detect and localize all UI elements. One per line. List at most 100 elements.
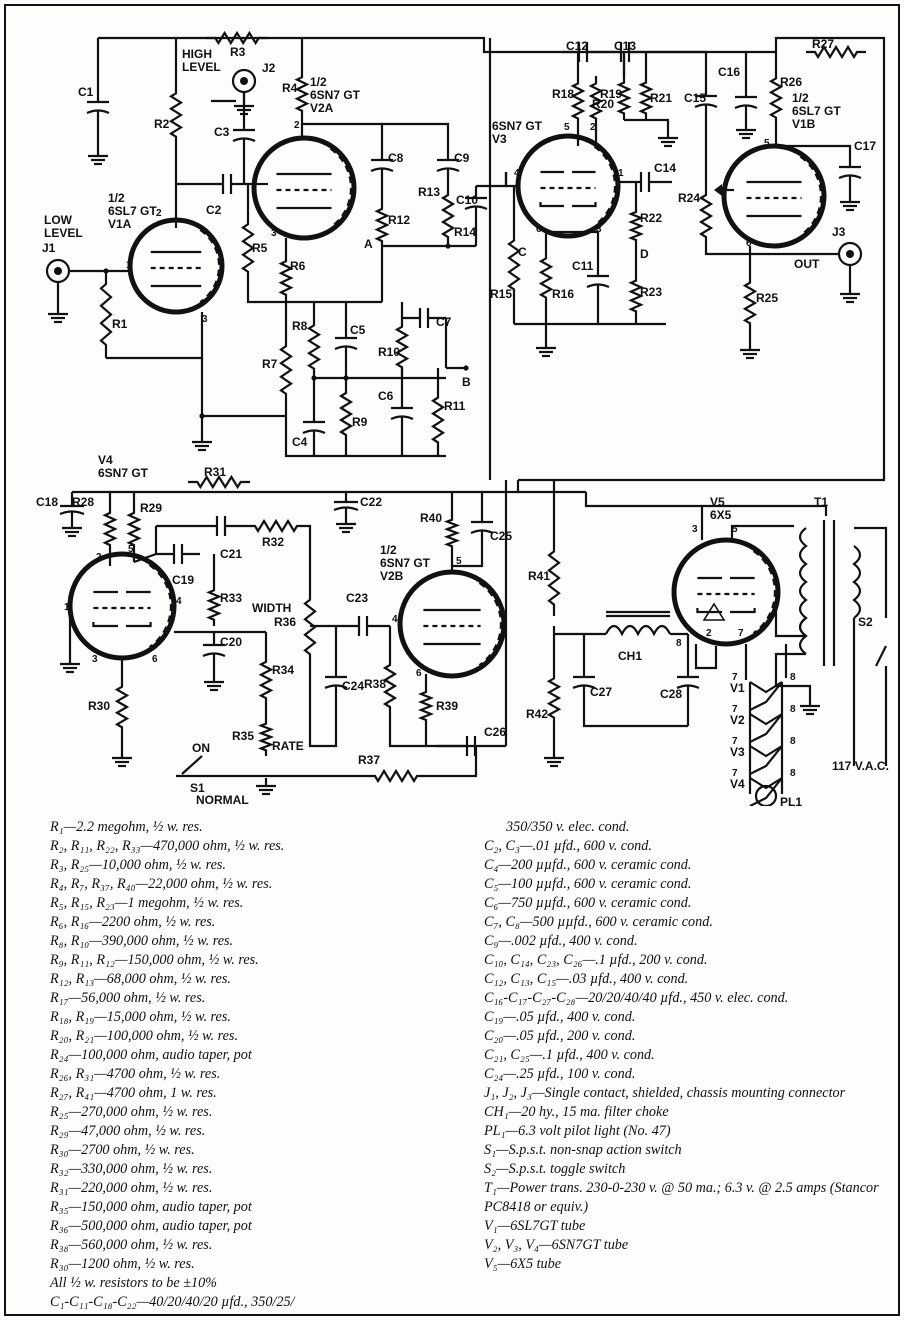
component-label: R29 <box>140 501 162 515</box>
capacitor-label: C10 <box>456 193 478 207</box>
resistor-symbol <box>440 186 456 246</box>
parts-list-entry: R₃₁—220,000 ohm, ½ w. res. <box>50 1180 213 1196</box>
heater-filament <box>749 777 783 790</box>
component-label: R41 <box>528 569 550 583</box>
component-label: R25 <box>756 291 778 305</box>
resistor-symbol <box>546 670 562 726</box>
wire <box>246 282 382 304</box>
component-label: R14 <box>454 225 476 239</box>
parts-list-entry: C₁-C₁₁-C₁₈-C₂₂—40/20/40/20 µfd., 350/25/ <box>50 1294 295 1310</box>
parts-list-entry: C₂₁, C₂₅—.1 µfd., 400 v. cond. <box>484 1047 655 1063</box>
wire <box>582 696 688 728</box>
resistor-symbol <box>114 678 130 736</box>
pin-number: 4 <box>718 186 724 197</box>
capacitor-label: C22 <box>360 495 382 509</box>
capacitor-label: C3 <box>214 125 230 139</box>
wire <box>284 404 446 458</box>
capacitor-symbol <box>694 103 718 109</box>
component-label: R34 <box>272 663 294 677</box>
heater-filament <box>749 713 783 743</box>
tube-label: 6SN7 GT <box>380 556 431 570</box>
component-label: R39 <box>436 699 458 713</box>
capacitor-symbol <box>572 684 596 690</box>
parts-list-entry: C₄—200 µµfd., 600 v. ceramic cond. <box>484 857 692 873</box>
capacitor-label: C16 <box>718 65 740 79</box>
resistor-symbol <box>443 514 461 552</box>
tube-cathode <box>730 608 756 614</box>
pin-number: 2 <box>706 628 712 639</box>
node-label: C <box>518 245 527 259</box>
tube-label: V4 <box>98 453 113 467</box>
capacitor-symbol <box>470 529 494 535</box>
mains-label: 117 V.A.C. <box>832 759 889 773</box>
tube-label: 1/2 <box>108 191 125 205</box>
parts-list-entry: R₃₈—560,000 ohm, ½ w. res. <box>50 1237 213 1253</box>
high-level-label: LEVEL <box>182 60 221 74</box>
heater-filament <box>749 681 783 694</box>
pot-wiper-arrow <box>714 184 722 196</box>
wire <box>308 666 338 748</box>
resistor-symbol <box>698 186 714 246</box>
pin-number: 6 <box>416 668 422 679</box>
parts-list-entry: R₈, R₁₀—390,000 ohm, ½ w. res. <box>50 933 234 949</box>
component-label: R4 <box>282 81 298 95</box>
pin-number: 5 <box>456 556 462 567</box>
pin-number: 6 <box>746 238 752 249</box>
pin-number: 1 <box>126 260 132 271</box>
component-label: R22 <box>640 211 662 225</box>
component-label: R10 <box>378 345 400 359</box>
pin-number: 6 <box>536 224 542 235</box>
tube-cathode <box>572 202 597 208</box>
parts-list-entry: C₂, C₃—.01 µfd., 600 v. cond. <box>484 838 652 854</box>
component-label: R28 <box>72 495 94 509</box>
capacitor-symbol <box>324 684 348 690</box>
parts-list-entry: V₅—6X5 tube <box>484 1256 562 1272</box>
wire <box>694 644 718 670</box>
capacitor-label: C24 <box>342 679 364 693</box>
capacitor-symbol <box>370 167 394 173</box>
pin-number: 7 <box>732 704 738 715</box>
capacitor-symbol <box>202 652 226 658</box>
tube-label: V1A <box>108 217 132 231</box>
capacitor-label: C7 <box>436 315 452 329</box>
pin-number: 2 <box>96 552 102 563</box>
pin-number: 7 <box>732 768 738 779</box>
wire <box>584 492 702 508</box>
tube-v2a-icon <box>251 135 357 241</box>
component-label: R20 <box>592 97 614 111</box>
component-label: R11 <box>444 399 466 413</box>
pin-number: 8 <box>676 638 682 649</box>
tube-cathode <box>539 202 564 208</box>
component-label: R12 <box>388 213 410 227</box>
capacitor-label: C11 <box>572 259 594 273</box>
pin-number: 2 <box>156 208 162 219</box>
pin-number: 4 <box>392 614 398 625</box>
pin-number: 3 <box>202 314 208 325</box>
tube-shield <box>329 144 356 232</box>
capacitor-label: C13 <box>614 39 636 53</box>
resistor-symbol <box>430 388 446 452</box>
pin-number: 7 <box>732 736 738 747</box>
wire <box>774 606 806 638</box>
tube-v1b-icon <box>721 143 827 249</box>
rectifier-cathode <box>702 602 726 621</box>
component-label: R9 <box>352 415 368 429</box>
resistor-symbol <box>768 70 784 126</box>
resistor-symbol <box>628 206 644 246</box>
tube-shield <box>752 546 780 638</box>
component-label: R33 <box>220 591 242 605</box>
parts-list-entry: C₁₀, C₁₄, C₂₃, C₂₆—.1 µfd., 200 v. cond. <box>484 952 708 968</box>
tube-shield <box>199 225 224 307</box>
node-label: B <box>462 375 471 389</box>
resistor-symbol <box>206 30 268 46</box>
parts-list-entry: R₁₈, R₁₉—15,000 ohm, ½ w. res. <box>50 1009 231 1025</box>
parts-list-entry: T₁—Power trans. 230-0-230 v. @ 50 ma.; 6… <box>484 1180 879 1215</box>
pin-number: 2 <box>590 122 596 133</box>
component-label: R27 <box>812 37 834 51</box>
capacitor-label: C21 <box>220 547 242 561</box>
resistor-symbol <box>206 584 222 626</box>
parts-list-entry: J₁, J₂, J₃—Single contact, shielded, cha… <box>484 1085 846 1101</box>
transformer-label: T1 <box>814 495 828 509</box>
capacitor-label: C9 <box>454 151 470 165</box>
tube-shield <box>478 578 506 670</box>
